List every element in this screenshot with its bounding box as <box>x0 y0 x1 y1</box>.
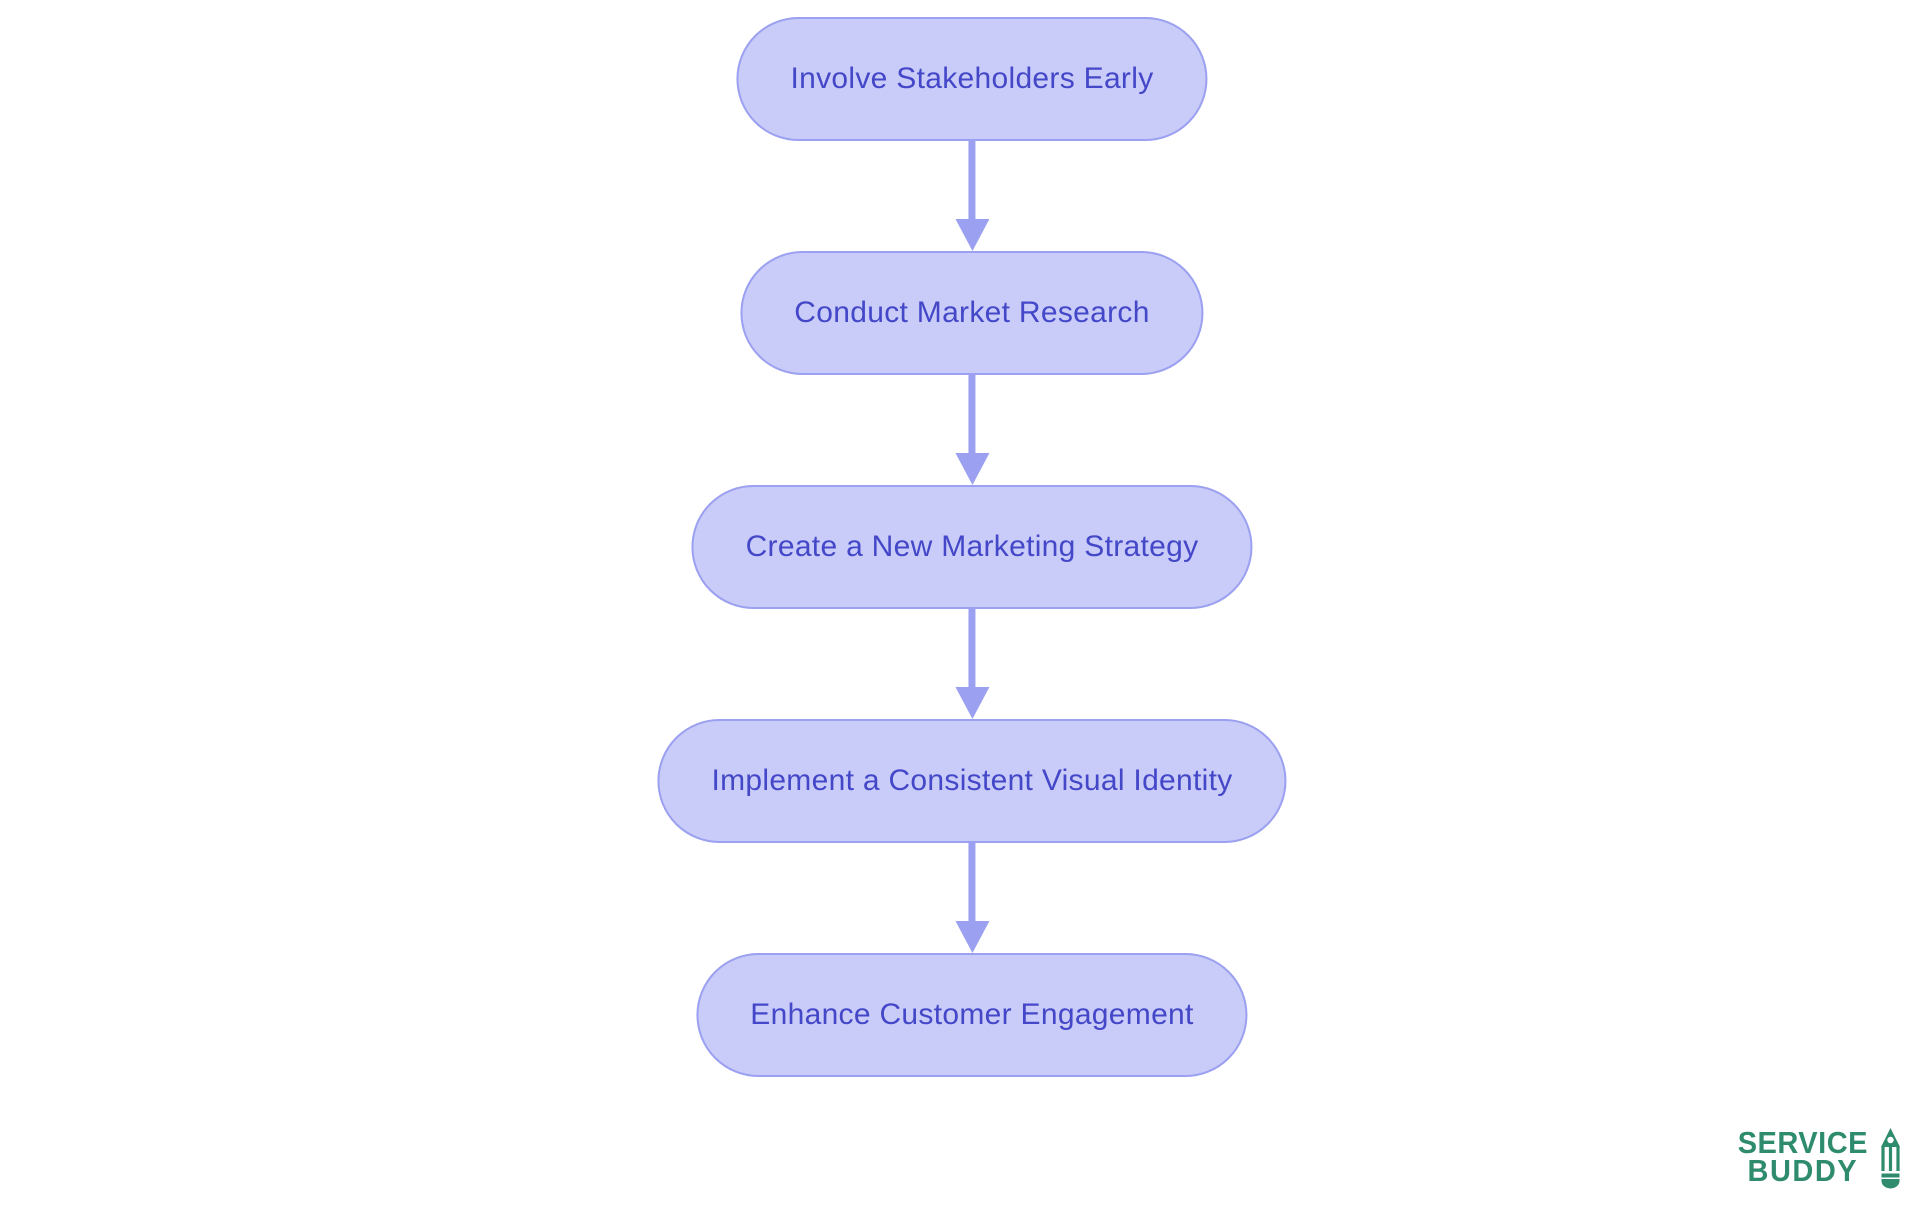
logo-text: SERVICE BUDDY <box>1737 1126 1868 1189</box>
arrow-line <box>968 141 976 220</box>
service-buddy-logo: SERVICE BUDDY <box>1738 1127 1904 1189</box>
flow-arrow <box>954 375 989 485</box>
flow-node-n2: Conduct Market Research <box>740 251 1204 375</box>
pencil-icon <box>1881 1128 1900 1189</box>
flow-arrow <box>954 843 989 953</box>
arrow-line <box>968 843 976 922</box>
arrow-head-icon <box>954 453 989 485</box>
arrow-line <box>968 609 976 688</box>
flow-arrow <box>954 141 989 251</box>
arrow-head-icon <box>954 219 989 251</box>
arrow-head-icon <box>954 921 989 953</box>
logo-line1: SERVICE <box>1737 1126 1868 1161</box>
arrow-head-icon <box>954 687 989 719</box>
flow-node-n5: Enhance Customer Engagement <box>696 953 1248 1077</box>
flow-node-n1: Involve Stakeholders Early <box>736 17 1208 141</box>
flow-node-n3: Create a New Marketing Strategy <box>691 485 1253 609</box>
arrow-line <box>968 375 976 454</box>
flow-arrow <box>954 609 989 719</box>
logo-line2: BUDDY <box>1747 1154 1859 1189</box>
flow-node-n4: Implement a Consistent Visual Identity <box>657 719 1287 843</box>
